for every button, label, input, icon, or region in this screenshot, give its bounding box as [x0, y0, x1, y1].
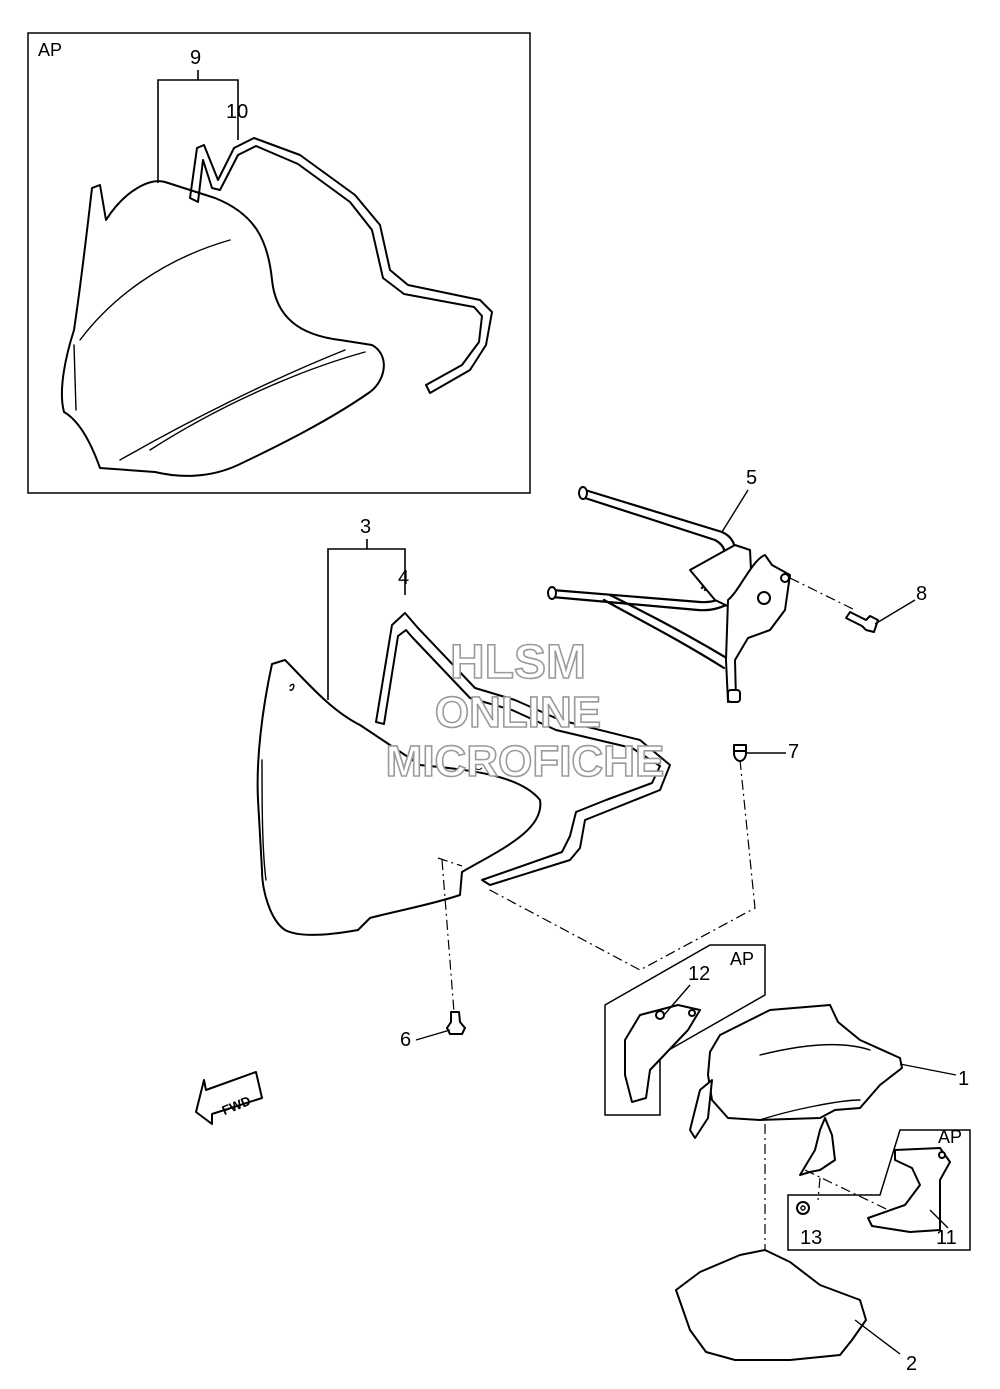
- watermark-line-3: MICROFICHE: [386, 737, 665, 786]
- callout-5: 5: [746, 467, 757, 489]
- side-cover-11: [867, 1147, 951, 1233]
- accessory-box-right-tag: AP: [938, 1127, 962, 1147]
- bolt-8-centerline: [789, 577, 856, 611]
- screw-6: [446, 1011, 466, 1035]
- callout-10: 10: [226, 101, 248, 123]
- callout-3: 3: [360, 516, 371, 538]
- callout-9: 9: [190, 47, 201, 69]
- callout-7: 7: [788, 741, 799, 763]
- windshield-trim-main: [375, 612, 671, 886]
- callout-6: 6: [400, 1029, 411, 1051]
- part-mark-c: C: [474, 759, 483, 773]
- accessory-box-mid-tag: AP: [730, 949, 754, 969]
- bolt-8: [845, 611, 879, 633]
- windshield-accessory: [60, 180, 385, 477]
- accessory-box-top-tag: AP: [38, 40, 62, 60]
- callout-4: 4: [398, 567, 409, 589]
- watermark-line-1: HLSM: [450, 636, 586, 689]
- callout-12: 12: [688, 963, 710, 985]
- stay-centerline: [437, 759, 756, 971]
- part-11-centerline: [804, 1169, 906, 1219]
- accessory-box-right: [787, 1129, 971, 1251]
- part-13-centerline: [817, 1177, 821, 1201]
- grommet-7: [733, 744, 747, 762]
- windshield-main: [256, 659, 542, 936]
- inner-panel-2: [675, 1249, 867, 1361]
- accessory-box-top: [27, 32, 531, 494]
- accessory-box-mid: [604, 944, 766, 1116]
- cowl-stay-bracket: [547, 486, 791, 703]
- side-cover-12: [624, 1004, 701, 1103]
- watermark: HLSM ONLINE MICROFICHE: [385, 635, 665, 787]
- callout-11: 11: [936, 1227, 957, 1249]
- watermark-line-2: ONLINE: [435, 688, 601, 737]
- callout-2: 2: [906, 1353, 917, 1375]
- callout-1: 1: [958, 1068, 969, 1090]
- windshield-trim-strip: [189, 137, 493, 394]
- callout-8: 8: [916, 583, 927, 605]
- fwd-arrow-icon: FWD: [195, 1071, 263, 1125]
- callout-13: 13: [800, 1227, 822, 1249]
- front-cowl: [689, 1004, 903, 1176]
- screw-6-centerline: [441, 859, 455, 1013]
- washer-13: [796, 1201, 810, 1215]
